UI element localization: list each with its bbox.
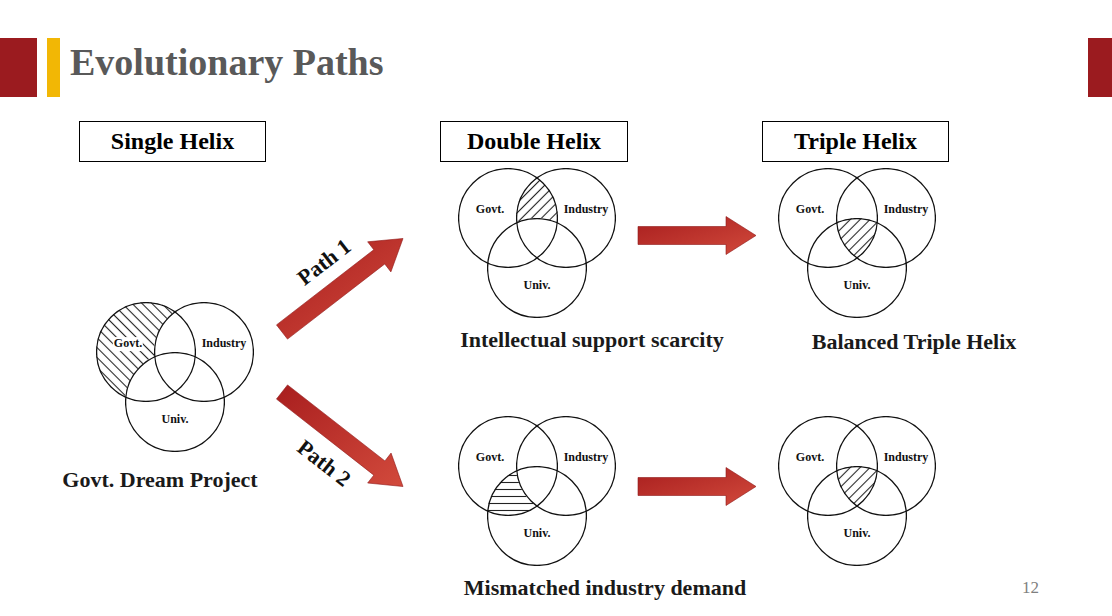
hatch-region [458,416,616,566]
helix-circle: Govt. [458,416,558,516]
circle-outline [459,417,558,516]
circle-label: Govt. [795,203,825,217]
venn-group: Govt. IndustryUniv. [778,416,936,566]
helix-circle: Univ. [807,218,907,318]
helix-circle: Industry [836,416,936,516]
circle-outline [488,467,587,566]
red-bar [0,38,37,97]
venn-group: Govt. Dream ProjectGovt.IndustryUniv. [96,302,254,452]
venn-group: Intellectual support scarcityGovt.Indust… [458,168,616,318]
circle-outline [459,169,558,268]
page-number: 12 [1022,578,1039,598]
helix-circle: Univ. [487,466,587,566]
helix-circle: Univ. [487,218,587,318]
circle-label: Industry [201,337,248,351]
helix-circle: Govt. [96,302,196,402]
hatch-region [458,168,616,318]
hatch-region [96,302,254,452]
helix-circle: Industry [154,302,254,402]
venn-caption: Govt. Dream Project [62,467,257,492]
circle-outline [458,416,558,516]
stage-header-box: Triple Helix [762,121,949,162]
circle-label: Govt. [795,451,825,465]
stage-header-box: Single Helix [79,121,266,162]
venn-caption: Mismatched industry demand [464,575,746,600]
circle-outline [458,168,558,268]
hatch-layer [778,416,936,566]
circle-outline [807,218,907,318]
venn-caption: Balanced Triple Helix [812,329,1017,354]
helix-circle: Univ. [125,352,225,452]
block-arrow [638,217,756,255]
helix-circle: Industry [836,168,936,268]
circle-outline [96,302,196,402]
stage-header-text: Single Helix [92,127,253,156]
circle-outline [778,416,878,516]
circle-label: Univ. [842,527,871,541]
circle-outline [126,353,225,452]
circle-label: Univ. [842,279,871,293]
helix-circle: Industry [516,168,616,268]
slide-title: Evolutionary Paths [70,40,384,86]
circle-outline [837,169,936,268]
hatch-layer [458,416,616,566]
circle-outline [125,352,225,452]
helix-circle: Univ. [807,466,907,566]
hatch-region [778,416,936,566]
red-bar [1088,38,1112,97]
circle-outline [836,168,936,268]
helix-circle: Industry [516,416,616,516]
venn-caption: Intellectual support scarcity [460,327,724,352]
circle-outline [154,302,254,402]
circle-label: Univ. [522,527,551,541]
stage-header-box: Double Helix [440,121,628,162]
circle-outline [488,219,587,318]
circle-label: Industry [883,451,930,465]
circle-outline [837,417,936,516]
circle-outline [516,416,616,516]
circle-label: Govt. [113,337,143,351]
circle-label: Industry [883,203,930,217]
venn-group: Balanced Triple HelixGovt.IndustryUniv. [778,168,936,318]
circle-outline [155,303,254,402]
venn-group: Mismatched industry demandGovt.IndustryU… [458,416,616,566]
helix-circle: Govt. [458,168,558,268]
circle-outline [836,416,936,516]
circle-outline [807,466,907,566]
circle-label: Industry [563,451,610,465]
circle-outline [517,169,616,268]
circle-outline [516,168,616,268]
circle-outline [779,417,878,516]
circle-label: Govt. [475,451,505,465]
circle-outline [487,466,587,566]
circle-label: Univ. [160,413,189,427]
helix-circle: Govt. [778,416,878,516]
circle-outline [97,303,196,402]
circle-outline [808,219,907,318]
circle-label: Industry [563,203,610,217]
stage-header-text: Triple Helix [775,127,936,156]
hatch-region [778,168,936,318]
hatch-layer [778,168,936,318]
circle-outline [487,218,587,318]
block-arrow [638,468,756,506]
circle-label: Govt. [475,203,505,217]
hatch-layer [96,302,254,452]
circle-outline [808,467,907,566]
circle-outline [778,168,878,268]
gold-bar [47,38,60,97]
circle-outline [517,417,616,516]
circle-outline [779,169,878,268]
helix-circle: Govt. [778,168,878,268]
hatch-layer [458,168,616,318]
circle-label: Univ. [522,279,551,293]
stage-header-text: Double Helix [453,127,615,156]
